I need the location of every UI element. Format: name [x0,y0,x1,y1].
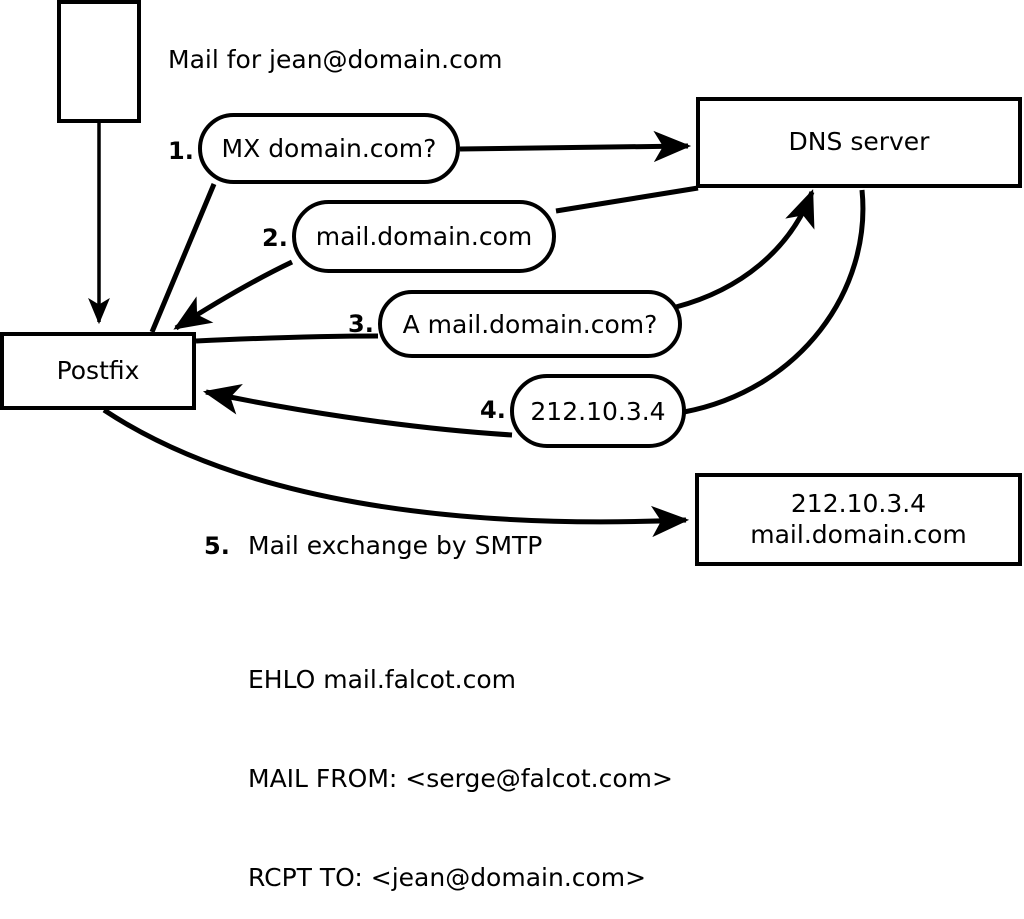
mail-client-box[interactable] [57,0,141,123]
postfix-box[interactable]: Postfix [0,332,196,410]
connector-step2-to-postfix [173,259,294,331]
step-5-label: Mail exchange by SMTP [248,531,543,560]
connector-step2-from-dns [555,185,699,214]
remote-mail-server-host: mail.domain.com [750,519,967,549]
step-3-number: 3. [348,310,374,338]
smtp-line: RCPT TO: <jean@domain.com> [248,863,647,892]
postfix-label: Postfix [56,355,140,385]
step-4-label: 212.10.3.4 [530,396,666,426]
step-2-number: 2. [262,224,288,252]
step-2-bubble[interactable]: mail.domain.com [292,200,556,273]
step-3-label: A mail.domain.com? [402,309,658,339]
step-5-number: 5. [204,532,230,560]
smtp-line: MAIL FROM: <serge@falcot.com> [248,764,673,793]
connector-step4-from-dns [683,189,866,415]
step-4-bubble[interactable]: 212.10.3.4 [510,374,686,448]
dns-server-box[interactable]: DNS server [696,97,1022,188]
connector-step4-to-postfix [202,383,513,438]
connector-step1-to-dns [459,130,692,163]
step-2-label: mail.domain.com [315,222,533,251]
step-3-bubble[interactable]: A mail.domain.com? [378,290,682,358]
step-4-number: 4. [480,396,506,424]
smtp-line: EHLO mail.falcot.com [248,665,517,694]
step-1-number: 1. [168,137,194,165]
connector-step3-to-dns [675,189,815,310]
smtp-transcript: EHLO mail.falcot.com MAIL FROM: <serge@f… [248,597,673,919]
step-1-bubble[interactable]: MX domain.com? [198,113,460,184]
remote-mail-server-box[interactable]: 212.10.3.4 mail.domain.com [695,473,1022,566]
connector-step1-tail [149,183,217,333]
remote-mail-server-ip: 212.10.3.4 [790,489,927,518]
mail-for-caption: Mail for jean@domain.com [168,45,503,74]
dns-server-label: DNS server [788,127,930,157]
step-1-label: MX domain.com? [221,134,437,163]
